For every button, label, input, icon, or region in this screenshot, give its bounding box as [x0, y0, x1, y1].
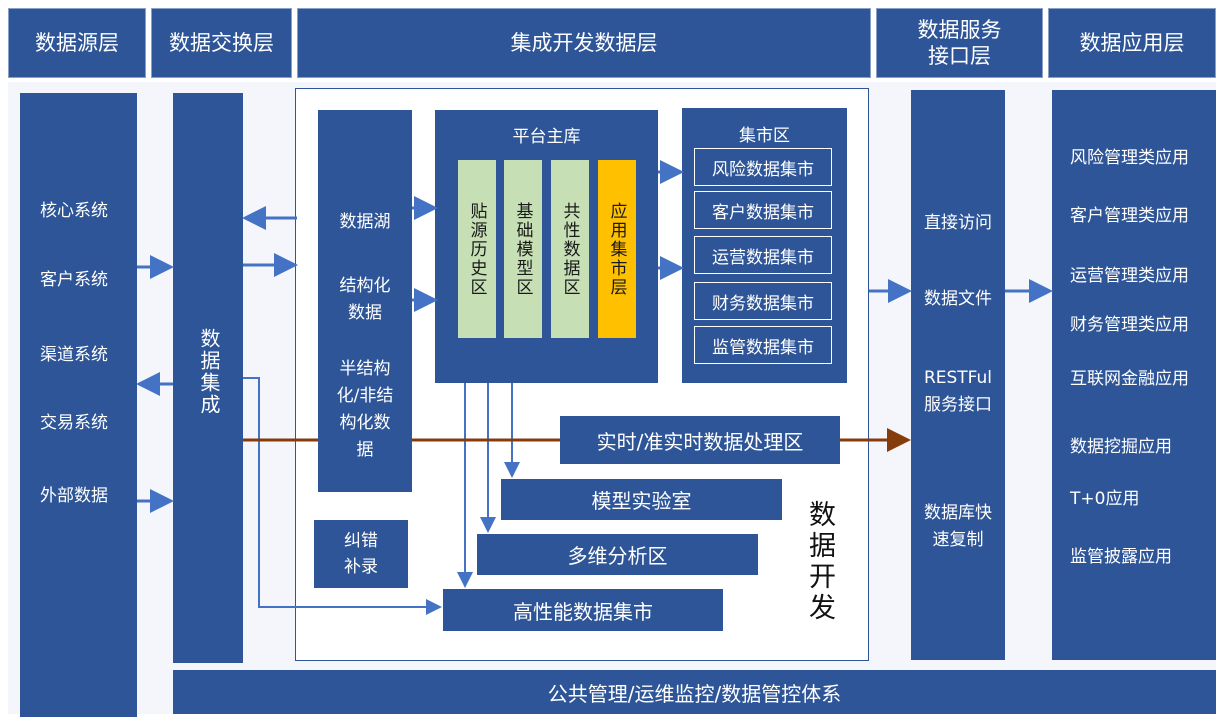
correction-box: 纠错补录 — [314, 520, 408, 588]
service-data-file: 数据文件 — [924, 289, 992, 309]
lake-item-structured: 结构化数据 — [339, 276, 391, 323]
zone-common-data: 共性数据区 — [551, 160, 589, 338]
header-source: 数据源层 — [8, 8, 146, 78]
arrow-integration-to-hpmart — [243, 377, 442, 615]
platform-title: 平台主库 — [512, 127, 581, 147]
header-service: 数据服务接口层 — [876, 8, 1043, 78]
olap-zone: 多维分析区 — [477, 534, 758, 575]
source-system-trade: 交易系统 — [40, 413, 108, 433]
service-db-replication: 数据库快速复制 — [924, 503, 992, 550]
mart-operations: 运营数据集市 — [694, 236, 832, 274]
app-data-mining: 数据挖掘应用 — [1070, 437, 1172, 457]
app-risk: 风险管理类应用 — [1070, 148, 1189, 168]
application-column — [1052, 90, 1216, 660]
header-exchange: 数据交换层 — [151, 8, 292, 78]
source-layer-column — [20, 93, 137, 717]
data-dev-label: 数据开发 — [804, 500, 835, 624]
service-direct-access: 直接访问 — [924, 213, 992, 233]
mart-customer: 客户数据集市 — [694, 191, 832, 229]
app-customer: 客户管理类应用 — [1070, 206, 1189, 226]
lake-item-semistructured: 半结构化/非结构化数据 — [336, 359, 394, 460]
mart-risk: 风险数据集市 — [694, 148, 832, 186]
integration-column — [173, 93, 243, 663]
service-column — [911, 90, 1005, 660]
zone-source-history: 贴源历史区 — [458, 160, 496, 338]
hp-mart: 高性能数据集市 — [443, 589, 723, 631]
service-restful: RESTFul服务接口 — [923, 368, 993, 415]
integration-label: 数据集成 — [197, 328, 221, 416]
app-operations: 运营管理类应用 — [1070, 266, 1189, 286]
realtime-zone: 实时/准实时数据处理区 — [560, 416, 840, 464]
mart-zone-title: 集市区 — [739, 126, 790, 146]
app-finance: 财务管理类应用 — [1070, 315, 1189, 335]
lake-item-datalake: 数据湖 — [339, 212, 391, 232]
data-lake-box — [318, 110, 412, 492]
footer-governance: 公共管理/运维监控/数据管控体系 — [173, 670, 1216, 714]
mart-regulatory: 监管数据集市 — [694, 326, 832, 364]
mart-finance: 财务数据集市 — [694, 282, 832, 320]
zone-app-mart: 应用集市层 — [598, 160, 636, 338]
source-system-customer: 客户系统 — [40, 270, 108, 290]
source-system-core: 核心系统 — [40, 201, 108, 221]
app-regulatory-disclosure: 监管披露应用 — [1070, 547, 1172, 567]
source-system-channel: 渠道系统 — [40, 345, 108, 365]
mart-zone — [682, 108, 847, 383]
source-system-external: 外部数据 — [40, 486, 108, 506]
header-application: 数据应用层 — [1048, 8, 1216, 78]
zone-base-model: 基础模型区 — [504, 160, 542, 338]
model-lab: 模型实验室 — [501, 479, 782, 520]
app-t0: T+0应用 — [1070, 489, 1140, 509]
app-internet-finance: 互联网金融应用 — [1070, 369, 1189, 389]
header-integration: 集成开发数据层 — [297, 8, 871, 78]
